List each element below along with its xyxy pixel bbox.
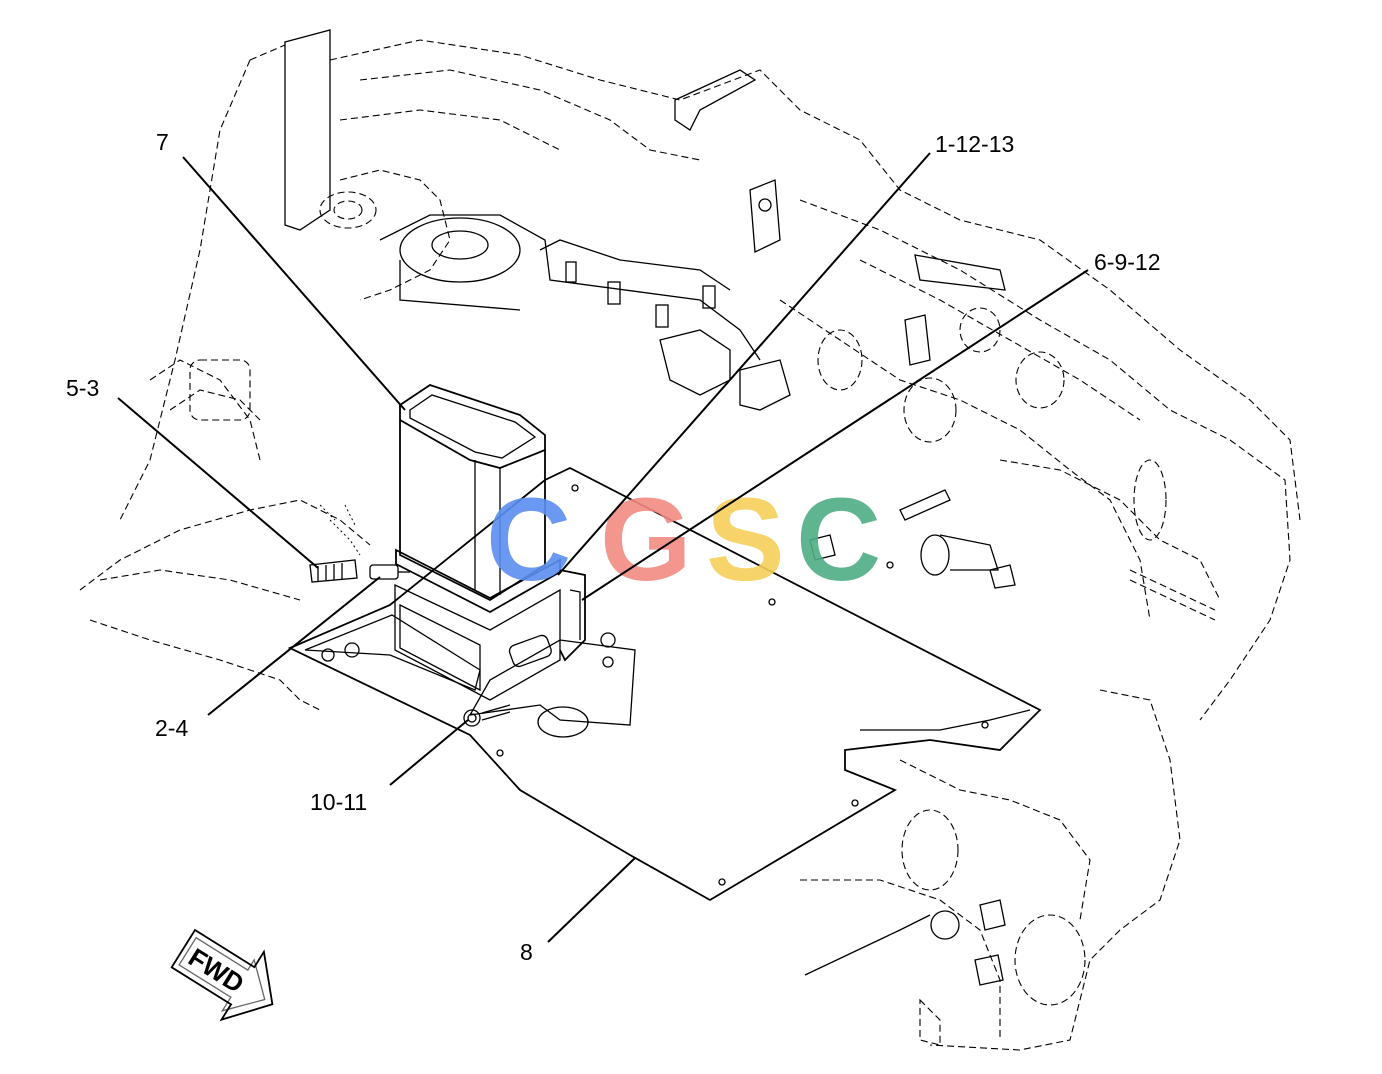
component-housing: [369, 384, 586, 701]
leader-8: [547, 857, 636, 943]
leader-6-9-12: [581, 269, 1089, 601]
connector-harness: [309, 504, 361, 583]
leader-1-12-13: [557, 152, 931, 576]
machine-frame-background: [79, 29, 1301, 1051]
leader-5-3: [117, 397, 319, 569]
watermark-letter: C: [486, 474, 571, 606]
watermark-letter: C: [796, 474, 881, 606]
leader-lines: [117, 152, 1089, 943]
callout-7: 7: [156, 129, 169, 155]
watermark: C G S C: [486, 474, 881, 606]
callout-8: 8: [520, 939, 533, 965]
callout-2-4: 2-4: [155, 715, 188, 741]
callout-6-9-12: 6-9-12: [1094, 249, 1160, 275]
callout-10-11: 10-11: [310, 789, 367, 815]
callout-labels: 7 1-12-13 6-9-12 5-3 2-4 10-11 8: [66, 129, 1160, 965]
leader-7: [182, 156, 406, 411]
leader-10-11: [389, 719, 469, 786]
callout-5-3: 5-3: [66, 375, 99, 401]
leader-2-4: [207, 576, 381, 716]
watermark-letter: G: [600, 474, 692, 606]
forward-arrow-icon: FWD: [170, 928, 274, 1022]
mounting-plate: [287, 466, 1042, 902]
watermark-letter: S: [706, 474, 785, 606]
right-fittings: [804, 489, 1016, 986]
callout-1-12-13: 1-12-13: [935, 131, 1014, 157]
